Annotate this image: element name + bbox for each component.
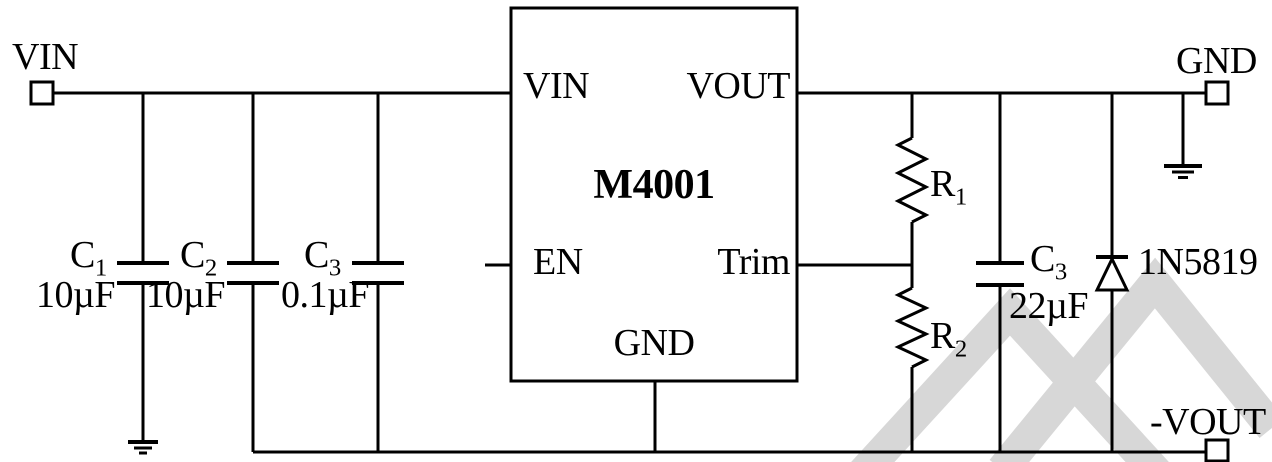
diode-anode-triangle	[1094, 255, 1130, 292]
r1-ref-main: R	[930, 163, 955, 205]
r1-ref-label: R1	[930, 163, 967, 209]
r2-ref-main: R	[930, 315, 955, 357]
c2-ref-label: C2	[180, 234, 217, 280]
ic-body	[509, 6, 799, 383]
ic-pin-gnd-label: GND	[613, 322, 695, 364]
c1-ref-label: C1	[70, 234, 107, 280]
logo-watermark-icon	[851, 257, 1272, 462]
cout-ref-sub: 3	[1054, 258, 1067, 286]
cout-ref-main: C	[1030, 238, 1055, 280]
c3-value-label: 0.1µF	[281, 274, 370, 316]
watermark-peak-left	[851, 288, 1169, 462]
terminal-gnd-label: GND	[1176, 40, 1257, 82]
c3-ref-sub: 3	[328, 254, 341, 282]
terminal-gnd-square	[1204, 80, 1230, 106]
d1-part-label: 1N5819	[1138, 241, 1258, 283]
c2-ref-main: C	[180, 234, 205, 276]
c1-ref-sub: 1	[94, 254, 107, 282]
ic-part-number: M4001	[593, 162, 715, 208]
ic-pin-trim-label: Trim	[717, 241, 790, 283]
r1-ref-sub: 1	[954, 183, 967, 211]
cout-value-label: 22µF	[1009, 285, 1089, 327]
terminal-neg-vout-label: -VOUT	[1150, 401, 1266, 443]
ic-pin-en-label: EN	[533, 241, 583, 283]
ic-pin-vout-label: VOUT	[686, 65, 790, 107]
terminal-vin-square	[29, 80, 55, 106]
diode-d1-symbol	[1094, 255, 1130, 292]
resistor-r2-symbol	[894, 286, 930, 369]
c3-ref-label: C3	[304, 234, 341, 280]
terminal-neg-vout-square	[1204, 438, 1230, 462]
r2-ref-label: R2	[930, 315, 967, 361]
watermark-peak-right	[989, 257, 1272, 462]
c2-ref-sub: 2	[204, 254, 217, 282]
ground-symbol-right	[1164, 164, 1202, 179]
c1-ref-main: C	[70, 234, 95, 276]
resistor-r1-symbol	[894, 136, 930, 224]
ic-pin-vin-label: VIN	[523, 65, 590, 107]
c3-ref-main: C	[304, 234, 329, 276]
ground-symbol-left	[128, 440, 158, 455]
r2-ref-sub: 2	[954, 335, 967, 363]
c1-value-label: 10µF	[36, 274, 116, 316]
c2-value-label: 10µF	[146, 274, 226, 316]
terminal-vin-label: VIN	[12, 36, 79, 78]
cout-ref-label: C3	[1030, 238, 1067, 284]
